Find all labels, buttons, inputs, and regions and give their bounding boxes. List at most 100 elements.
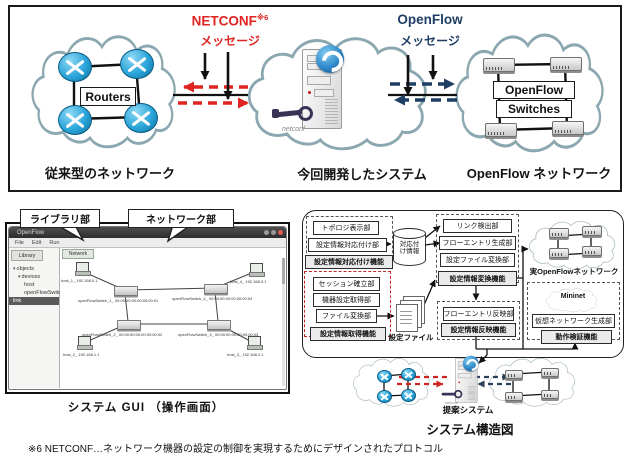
tree-item-openflowswitch[interactable]: openFlowSwitch	[24, 290, 65, 296]
mininet-label: Mininet	[560, 293, 586, 300]
switch-node-icon[interactable]	[114, 286, 138, 296]
server-slot	[314, 89, 334, 97]
openflow-switches-label-2: Switches	[496, 100, 572, 118]
reflect-function-group	[437, 301, 520, 340]
switch3-label: openFlowSwitch_3_ 00:00:00:00:00:00:00:0…	[178, 332, 259, 337]
topology-display-box: トポロジ表示部	[313, 221, 379, 235]
switch-icon	[505, 370, 523, 379]
router-icon	[58, 52, 92, 82]
tree-item-devices[interactable]: devices	[9, 273, 59, 281]
gui-menubar: File Edit Run	[9, 238, 286, 248]
maximize-icon[interactable]	[271, 230, 276, 235]
topology-edges	[83, 271, 255, 343]
menu-edit[interactable]: Edit	[31, 239, 42, 246]
server-vents	[325, 98, 338, 124]
gui-titlebar[interactable]: OpenFlow	[9, 227, 286, 238]
switch-icon	[550, 57, 582, 71]
caption-developed-system: 今回開発したシステム	[297, 167, 427, 182]
router-icon	[124, 103, 158, 133]
router-icon	[120, 49, 154, 79]
switch-icon	[483, 58, 515, 72]
netconf-logo-icon	[462, 355, 479, 372]
callout-network-section: ネットワーク部	[128, 209, 234, 228]
router-icon	[377, 390, 392, 403]
netconf-logo-text: netconf	[445, 401, 458, 406]
library-tab[interactable]: Library	[11, 250, 43, 261]
switch-icon	[505, 392, 523, 401]
netconf-footnote-ref: ※6	[256, 13, 269, 22]
flow-entry-reflect-box: フローエントリ反映部	[443, 307, 514, 321]
config-files-label: 設定ファイル	[388, 333, 434, 342]
switch1-label: openFlowSwitch_1_ 00:00:00:00:00:00:00:0…	[78, 298, 159, 303]
config-mapping-box: 設定情報対応付け部	[308, 238, 387, 252]
gui-window-title: OpenFlow	[17, 229, 45, 236]
file-convert-box: ファイル変換部	[316, 309, 377, 323]
switch-icon	[582, 246, 602, 256]
tree-item-host[interactable]: host	[24, 282, 35, 288]
caption-system-gui: システム GUI （操作画面）	[67, 402, 225, 414]
minimize-icon[interactable]	[264, 230, 269, 235]
library-panel: Library objects devices host openFlowSwi…	[9, 248, 65, 388]
proposed-system-label: 提案システム	[442, 405, 494, 415]
network-tab[interactable]: Network	[62, 249, 94, 259]
device-config-get-box: 機器設定取得部	[313, 293, 380, 307]
switch2-label: openFlowSwitch_2_ 00:00:00:00:00:00:00:0…	[82, 332, 163, 337]
netconf-message-arrows	[173, 52, 249, 109]
host-node-icon[interactable]	[249, 263, 265, 277]
link-detect-box: リンク検出部	[443, 219, 512, 233]
openflow-message-title: OpenFlow	[397, 12, 463, 27]
server-slot	[307, 76, 331, 85]
real-openflow-network-label: 実OpenFlowネットワーク	[529, 267, 619, 276]
session-establish-box: セッション確立部	[313, 277, 380, 291]
caption-system-structure: システム構造図	[426, 423, 514, 437]
openflow-message-arrows	[388, 55, 457, 106]
openflow-message-label: メッセージ	[400, 34, 460, 48]
routers-label: Routers	[80, 87, 136, 106]
netconf-message-title: NETCONF※6	[182, 13, 278, 29]
switch-node-icon[interactable]	[204, 284, 228, 294]
host-node-icon[interactable]	[77, 336, 93, 350]
mapping-function-label: 設定情報対応付け機能	[305, 255, 393, 269]
router-icon	[401, 368, 416, 381]
openflow-switches-label-1: OpenFlow	[493, 81, 575, 99]
tree-item-selected[interactable]: link	[9, 297, 59, 305]
acquire-function-label: 設定情報取得機能	[310, 327, 386, 341]
host-node-icon[interactable]	[247, 336, 263, 350]
switch-icon	[549, 228, 569, 238]
menu-run[interactable]: Run	[49, 239, 60, 246]
server-led	[308, 91, 311, 94]
mini-openflow-arrows	[475, 373, 511, 388]
mapping-store-cylinder: 対応付け情報	[393, 228, 426, 266]
switch-icon	[549, 248, 569, 258]
network-canvas[interactable]: Network host_1_ 192.168.0.1	[60, 248, 286, 388]
verify-function-label: 動作検証機能	[541, 330, 612, 344]
netconf-message-label: メッセージ	[200, 34, 260, 48]
callout-library-section: ライブラリ部	[20, 209, 100, 228]
switch-icon	[541, 368, 559, 377]
router-icon	[58, 105, 92, 135]
host-node-icon[interactable]	[75, 262, 91, 276]
real-openflow-cloud	[529, 221, 616, 270]
footnote: ※6 NETCONF…ネットワーク機器の設定の制御を実現するためにデザインされた…	[28, 444, 444, 455]
switch-node-icon[interactable]	[117, 320, 141, 330]
netconf-logo-text: netconf	[282, 126, 305, 133]
switch-node-icon[interactable]	[207, 320, 231, 330]
host1-label: host_1_ 192.168.0.1	[61, 278, 98, 283]
netconf-logo-icon	[316, 45, 344, 73]
close-icon[interactable]	[278, 230, 283, 235]
netconf-label: NETCONF	[191, 13, 257, 29]
caption-openflow-network: OpenFlow ネットワーク	[466, 166, 612, 181]
menu-file[interactable]: File	[15, 239, 24, 246]
tree-item-objects[interactable]: objects	[9, 265, 59, 273]
flow-entry-generate-box: フローエントリ生成部	[439, 236, 516, 250]
mapping-store-label: 対応付け情報	[399, 240, 420, 256]
scrollbar[interactable]	[282, 258, 285, 386]
config-files-icon	[396, 296, 425, 332]
config-file-convert-box: 設定ファイル変換部	[440, 253, 515, 267]
switch4-label: openFlowSwitch_4_ 00:00:00:00:00:00:00:0…	[172, 296, 253, 301]
host2-label: host_2_ 192.168.1.1	[63, 352, 100, 357]
switch-icon	[552, 121, 584, 135]
switch-icon	[485, 123, 517, 137]
host3-label: host_3_ 192.168.2.1	[227, 352, 264, 357]
